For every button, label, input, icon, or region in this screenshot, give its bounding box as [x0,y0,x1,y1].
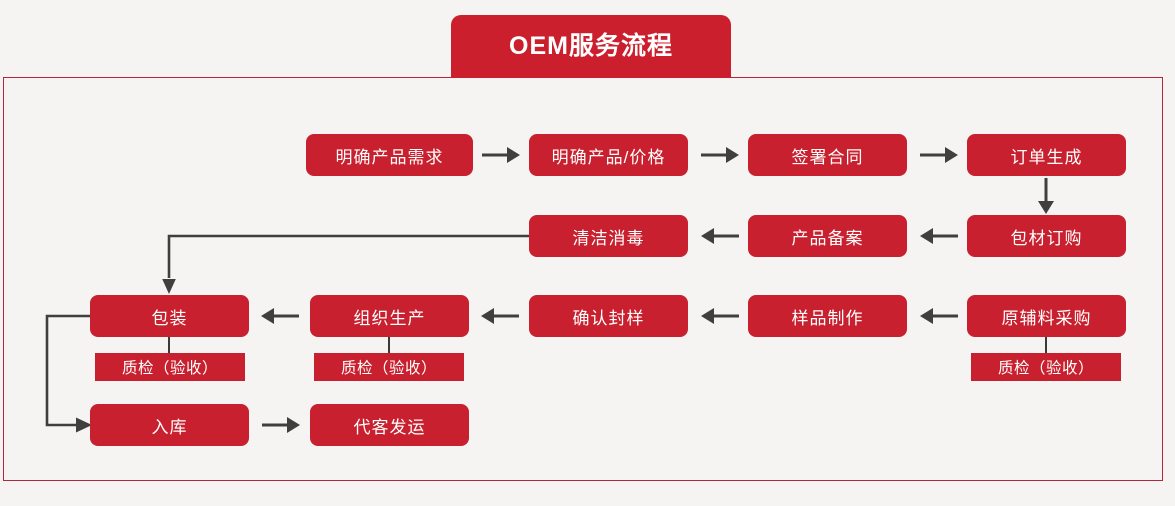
subnode-material-qc[interactable]: 质检（验收） [971,353,1121,381]
arrow-shaft [931,234,958,238]
node-warehouse-in[interactable]: 入库 [90,404,249,446]
arrow-n3-n4 [920,147,958,163]
node-label: 产品备案 [791,228,864,248]
node-label: 明确产品/价格 [551,147,666,167]
subnode-label: 质检（验收） [340,360,437,377]
arrow-shaft [1044,178,1048,203]
arrow-head [945,147,958,163]
subnode-label: 质检（验收） [997,360,1094,377]
arrow-shaft [920,153,947,157]
node-raw-material-procurement[interactable]: 原辅料采购 [967,295,1126,337]
arrow-head [920,228,933,244]
stem-packaging-qc [168,337,170,353]
subnode-packaging-qc[interactable]: 质检（验收） [95,353,245,381]
arrow-n6-n5 [701,228,739,244]
arrow-shaft [272,314,299,318]
node-label: 包装 [151,308,188,328]
node-define-product-requirement[interactable]: 明确产品需求 [306,134,473,176]
node-label: 确认封样 [572,308,645,328]
node-label: 入库 [151,417,188,437]
arrow-shaft [262,423,289,427]
page-title: OEM服务流程 [509,32,673,60]
node-label: 样品制作 [791,308,864,328]
arrow-head [507,147,520,163]
node-label: 订单生成 [1010,147,1083,167]
arrow-head [481,308,494,324]
node-label: 明确产品需求 [335,147,444,167]
node-label: 签署合同 [791,147,864,167]
arrow-head [701,308,714,324]
arrow-n7-n6 [920,228,958,244]
arrow-head [726,147,739,163]
node-label: 代客发运 [353,417,426,437]
arrow-n4-n7 [1038,178,1054,214]
arrow-shaft [712,234,739,238]
subnode-production-qc[interactable]: 质检（验收） [314,353,464,381]
node-sample-production[interactable]: 样品制作 [748,295,907,337]
arrow-n11-n10 [701,308,739,324]
node-define-product-price[interactable]: 明确产品/价格 [529,134,688,176]
arrow-head [701,228,714,244]
elbow-n5-n8 [162,234,538,294]
arrow-shaft [492,314,519,318]
node-packaging-material-order[interactable]: 包材订购 [967,215,1126,257]
arrow-head [920,308,933,324]
arrow-n10-n9 [481,308,519,324]
arrow-shaft [482,153,509,157]
arrow-shaft [931,314,958,318]
node-label: 包材订购 [1010,228,1083,248]
node-sign-contract[interactable]: 签署合同 [748,134,907,176]
node-cleaning-disinfection[interactable]: 清洁消毒 [529,215,688,257]
arrow-n9-n8 [261,308,299,324]
title-banner: OEM服务流程 [451,15,731,78]
node-product-filing[interactable]: 产品备案 [748,215,907,257]
node-label: 组织生产 [353,308,426,328]
node-confirm-seal-sample[interactable]: 确认封样 [529,295,688,337]
arrow-head [287,417,300,433]
node-label: 原辅料采购 [1001,308,1092,328]
arrow-n1-n2 [482,147,520,163]
node-order-generated[interactable]: 订单生成 [967,134,1126,176]
arrow-shaft [712,314,739,318]
stem-production-qc [388,337,390,353]
node-organize-production[interactable]: 组织生产 [310,295,469,337]
subnode-label: 质检（验收） [121,360,218,377]
arrow-head [1038,201,1054,214]
node-shipping-on-behalf[interactable]: 代客发运 [310,404,469,446]
arrow-n13-n14 [262,417,300,433]
arrow-n12-n11 [920,308,958,324]
arrow-head [261,308,274,324]
arrow-n2-n3 [701,147,739,163]
node-packaging[interactable]: 包装 [90,295,249,337]
arrow-shaft [701,153,728,157]
stem-material-qc [1045,337,1047,353]
elbow-n8-n13 [45,314,92,433]
node-label: 清洁消毒 [572,228,645,248]
